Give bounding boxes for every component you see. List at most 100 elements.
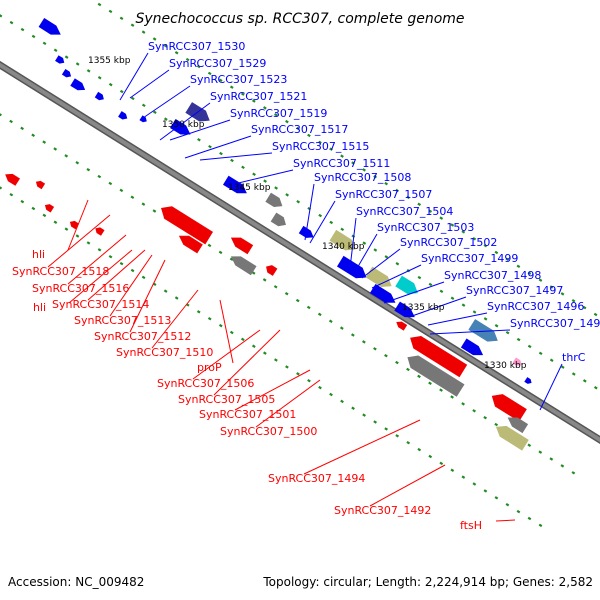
tick-dot	[306, 305, 311, 310]
tick-dot	[450, 395, 454, 399]
gene-arrow	[394, 301, 415, 318]
leader-line	[369, 464, 446, 507]
tick-dot	[516, 337, 521, 342]
tick-dot	[0, 186, 3, 190]
tick-dot	[483, 317, 488, 321]
tick-dot	[571, 372, 576, 376]
leader-line	[539, 363, 563, 411]
gene-label: SynRCC307_1514	[52, 298, 149, 311]
tick-dot	[439, 388, 443, 392]
tick-dot	[251, 271, 256, 275]
gene-arrow	[495, 425, 529, 451]
tick-dot	[362, 168, 366, 172]
gene-arrow	[118, 111, 128, 120]
tick-dot	[593, 386, 598, 390]
tick-dot	[428, 454, 433, 459]
gene-arrow	[230, 237, 254, 255]
leader-line	[361, 248, 401, 279]
gene-arrow	[5, 173, 21, 186]
leader-line	[411, 296, 467, 317]
tick-dot	[207, 316, 212, 321]
tick-dot	[395, 262, 400, 266]
leader-line	[383, 281, 445, 304]
tick-dot	[274, 113, 278, 117]
tick-dot	[549, 358, 554, 362]
tick-dot	[141, 103, 146, 108]
gene-arrow	[35, 180, 46, 190]
tick-dot	[472, 237, 477, 241]
gene-label: hli	[32, 248, 45, 261]
tick-dot	[20, 199, 25, 204]
leader-line	[234, 369, 311, 411]
gene-label: SynRCC307_1504	[356, 205, 453, 218]
gene-arrow	[410, 335, 468, 378]
tick-dot	[119, 16, 124, 21]
tick-dot	[560, 365, 565, 369]
tick-dot	[274, 186, 278, 190]
leader-line	[67, 199, 89, 251]
gene-label: SynRCC307_1530	[148, 40, 245, 53]
tick-dot	[262, 278, 267, 282]
scale-label: 1335 kbp	[402, 303, 445, 313]
tick-dot	[164, 117, 168, 121]
gene-label: proP	[197, 361, 222, 374]
leader-line	[429, 329, 511, 335]
tick-dot	[527, 516, 532, 521]
tick-dot	[450, 223, 455, 227]
gene-arrow	[61, 68, 72, 78]
leader-line	[219, 299, 234, 364]
gene-arrow	[407, 355, 465, 397]
tick-dot	[240, 337, 245, 342]
gene-arrow	[38, 17, 61, 35]
tick-dot	[417, 374, 421, 379]
tick-dot	[207, 71, 212, 76]
tick-dot	[538, 450, 543, 454]
tick-dot	[141, 275, 146, 280]
tick-dot	[174, 296, 179, 300]
gene-label: SynRCC307_1505	[178, 393, 275, 406]
tick-dot	[119, 188, 124, 193]
tick-dot	[75, 62, 80, 66]
tick-dot	[483, 489, 488, 493]
tick-dot	[339, 326, 344, 330]
tick-dot	[428, 381, 432, 385]
tick-dot	[461, 230, 466, 234]
tick-dot	[494, 250, 499, 255]
leader-line	[427, 312, 488, 326]
tick-dot	[9, 119, 13, 124]
leader-line	[169, 119, 231, 141]
tick-dot	[285, 193, 289, 197]
tick-dot	[428, 282, 433, 287]
tick-dot	[141, 202, 146, 206]
leader-line	[192, 329, 261, 380]
tick-dot	[218, 78, 223, 83]
leader-line	[109, 254, 153, 317]
tick-dot	[582, 305, 587, 310]
tick-dot	[307, 133, 311, 138]
tick-dot	[340, 227, 345, 232]
tick-dot	[450, 468, 455, 472]
tick-dot	[97, 2, 102, 7]
gene-features	[5, 17, 532, 451]
tick-dot	[97, 248, 102, 252]
tick-dot	[395, 188, 400, 193]
genome-summary-text: Topology: circular; Length: 2,224,914 bp…	[262, 575, 593, 589]
leader-line	[303, 419, 421, 475]
tick-dot	[86, 167, 91, 172]
tick-dot	[571, 299, 576, 303]
leader-line	[304, 183, 315, 241]
gene-label: SynRCC307_1507	[335, 188, 432, 201]
tick-dot	[472, 482, 477, 486]
leader-line	[184, 135, 252, 159]
tick-dot	[373, 420, 377, 424]
leader-line	[151, 289, 199, 349]
tick-dot	[296, 372, 300, 376]
tick-dot	[197, 138, 201, 142]
tick-dot	[31, 133, 36, 137]
gene-arrow	[222, 175, 247, 194]
tick-dot	[130, 96, 135, 101]
tick-dot	[230, 158, 234, 163]
tick-dot	[75, 234, 80, 238]
gene-label: SynRCC307_1492	[334, 504, 431, 517]
